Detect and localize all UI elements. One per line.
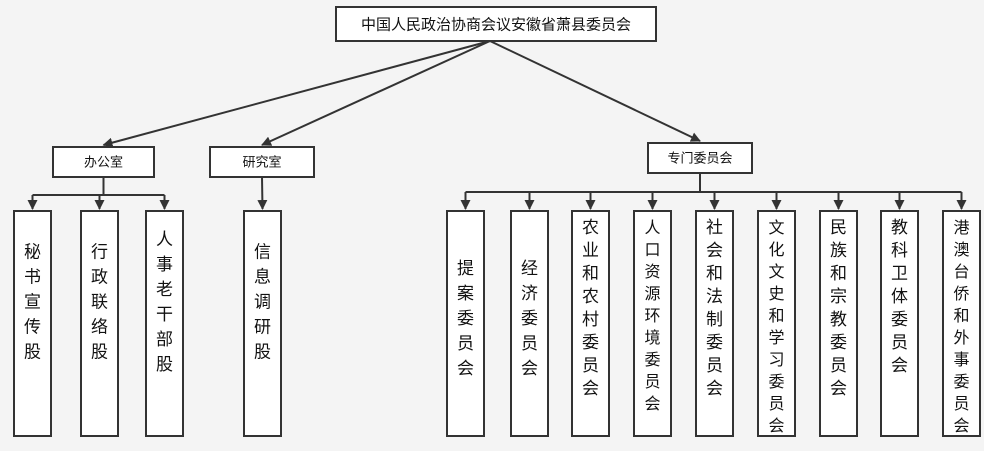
unit-box (80, 210, 119, 437)
unit-box (942, 210, 981, 437)
unit-box (695, 210, 734, 437)
unit-label: 行政联络股 (91, 243, 108, 363)
unit-label: 民族和宗教委员会 (830, 218, 847, 399)
dept-label: 研究室 (242, 155, 281, 171)
dept-label: 办公室 (84, 155, 123, 171)
root-to-dept-connector (102, 40, 491, 148)
unit-box (145, 210, 184, 437)
unit-arrow-connector (257, 176, 268, 210)
unit-box (510, 210, 549, 437)
dept-label: 专门委员会 (667, 152, 732, 167)
unit-box (757, 210, 796, 437)
root-to-dept-connector (489, 40, 701, 142)
unit-box (819, 210, 858, 437)
unit-box (13, 210, 52, 437)
unit-label: 社会和法制委员会 (706, 218, 723, 399)
dept-box (209, 146, 315, 178)
unit-box (633, 210, 672, 437)
dept-box (647, 142, 753, 174)
unit-box (880, 210, 919, 437)
root-box (335, 6, 657, 42)
unit-label: 秘书宣传股 (24, 243, 41, 363)
unit-label: 人事老干部股 (156, 230, 173, 375)
unit-label: 文化文史和学习委员会 (768, 218, 784, 435)
unit-label: 港澳台侨和外事委员会 (953, 218, 969, 435)
root-to-dept-connector (261, 40, 491, 146)
root-label: 中国人民政治协商会议安徽省萧县委员会 (361, 16, 631, 34)
unit-label: 信息调研股 (254, 243, 271, 363)
unit-label: 教科卫体委员会 (891, 218, 908, 376)
unit-label: 经济委员会 (521, 259, 538, 379)
unit-label: 人口资源环境委员会 (644, 218, 660, 413)
unit-box (446, 210, 485, 437)
unit-label: 农业和农村委员会 (582, 218, 599, 399)
unit-box (243, 210, 282, 437)
unit-box (571, 210, 610, 437)
dept-box (52, 146, 155, 178)
unit-label: 提案委员会 (457, 259, 474, 379)
